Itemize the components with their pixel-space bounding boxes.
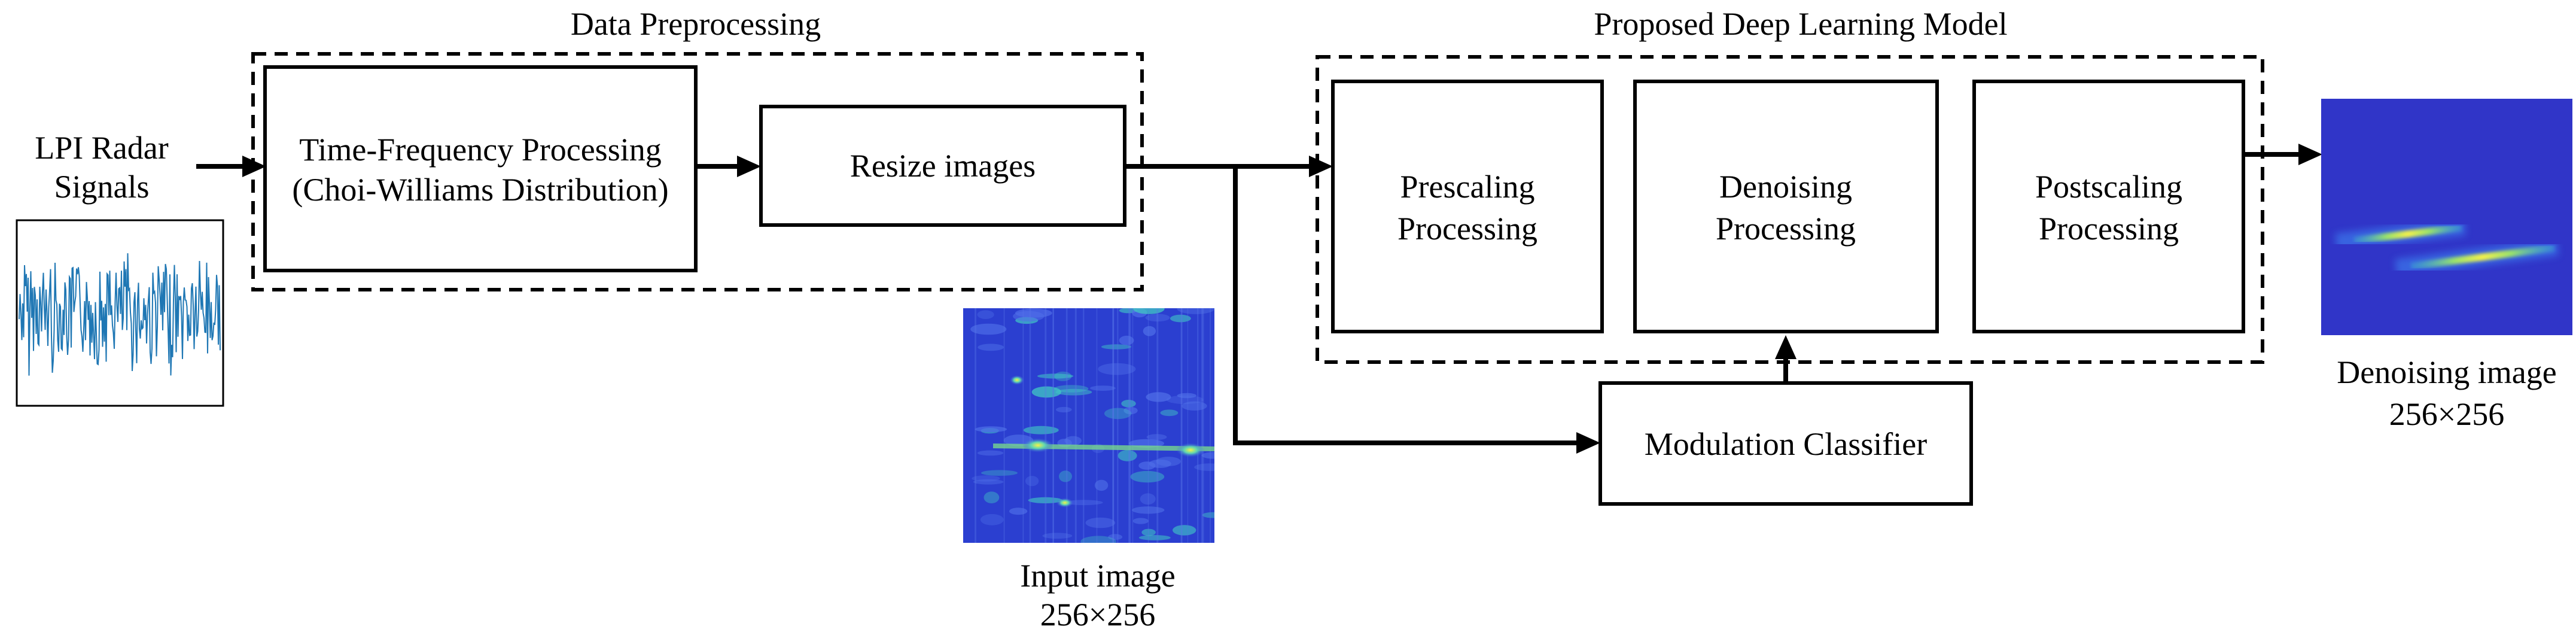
resize-block bbox=[759, 105, 1126, 227]
postscaling-block-line1: Postscaling bbox=[2035, 169, 2182, 205]
classifier-block bbox=[1598, 381, 1973, 506]
prescaling-block bbox=[1331, 80, 1604, 333]
output-denoised-image bbox=[2321, 99, 2572, 335]
signal-waveform bbox=[19, 253, 221, 376]
connector-signal-to-tfp bbox=[196, 156, 266, 177]
input-spectrogram-image bbox=[963, 308, 1214, 543]
connector-to-classifier bbox=[1233, 166, 1600, 454]
group-title-model: Proposed Deep Learning Model bbox=[1594, 6, 2007, 42]
tfp-block bbox=[263, 65, 698, 272]
denoising-block bbox=[1633, 80, 1939, 333]
input-label: LPI Radar Signals bbox=[35, 130, 168, 205]
denoising-block-line1: Denoising bbox=[1719, 169, 1852, 205]
classifier-block-label: Modulation Classifier bbox=[1645, 426, 1927, 462]
input-label-line2: Signals bbox=[54, 169, 149, 205]
denoising-block-line2: Processing bbox=[1716, 211, 1856, 247]
connector-tfp-to-resize bbox=[696, 156, 761, 177]
signal-waveform-image bbox=[16, 219, 224, 407]
prescaling-block-line1: Prescaling bbox=[1400, 169, 1535, 205]
connector-resize-to-prescaling bbox=[1125, 156, 1333, 177]
model-group-border bbox=[1316, 55, 2264, 364]
resize-block-label: Resize images bbox=[850, 148, 1036, 184]
connector-classifier-to-denoising bbox=[1775, 335, 1796, 383]
postscaling-block bbox=[1972, 80, 2245, 333]
input-image-caption-line1: Input image bbox=[1020, 558, 1175, 594]
postscaling-block-line2: Processing bbox=[2039, 211, 2179, 247]
tfp-block-line2: (Choi-Williams Distribution) bbox=[292, 172, 668, 208]
connector-postscaling-to-output bbox=[2243, 144, 2322, 165]
group-title-preprocessing: Data Preprocessing bbox=[571, 6, 821, 42]
input-image-caption-line2: 256×256 bbox=[1040, 597, 1155, 633]
output-image-caption-line2: 256×256 bbox=[2389, 396, 2504, 432]
input-label-line1: LPI Radar bbox=[35, 130, 168, 166]
tfp-block-line1: Time-Frequency Processing bbox=[299, 132, 661, 168]
output-image-caption-line1: Denoising image bbox=[2337, 354, 2556, 390]
prescaling-block-line2: Processing bbox=[1397, 211, 1537, 247]
